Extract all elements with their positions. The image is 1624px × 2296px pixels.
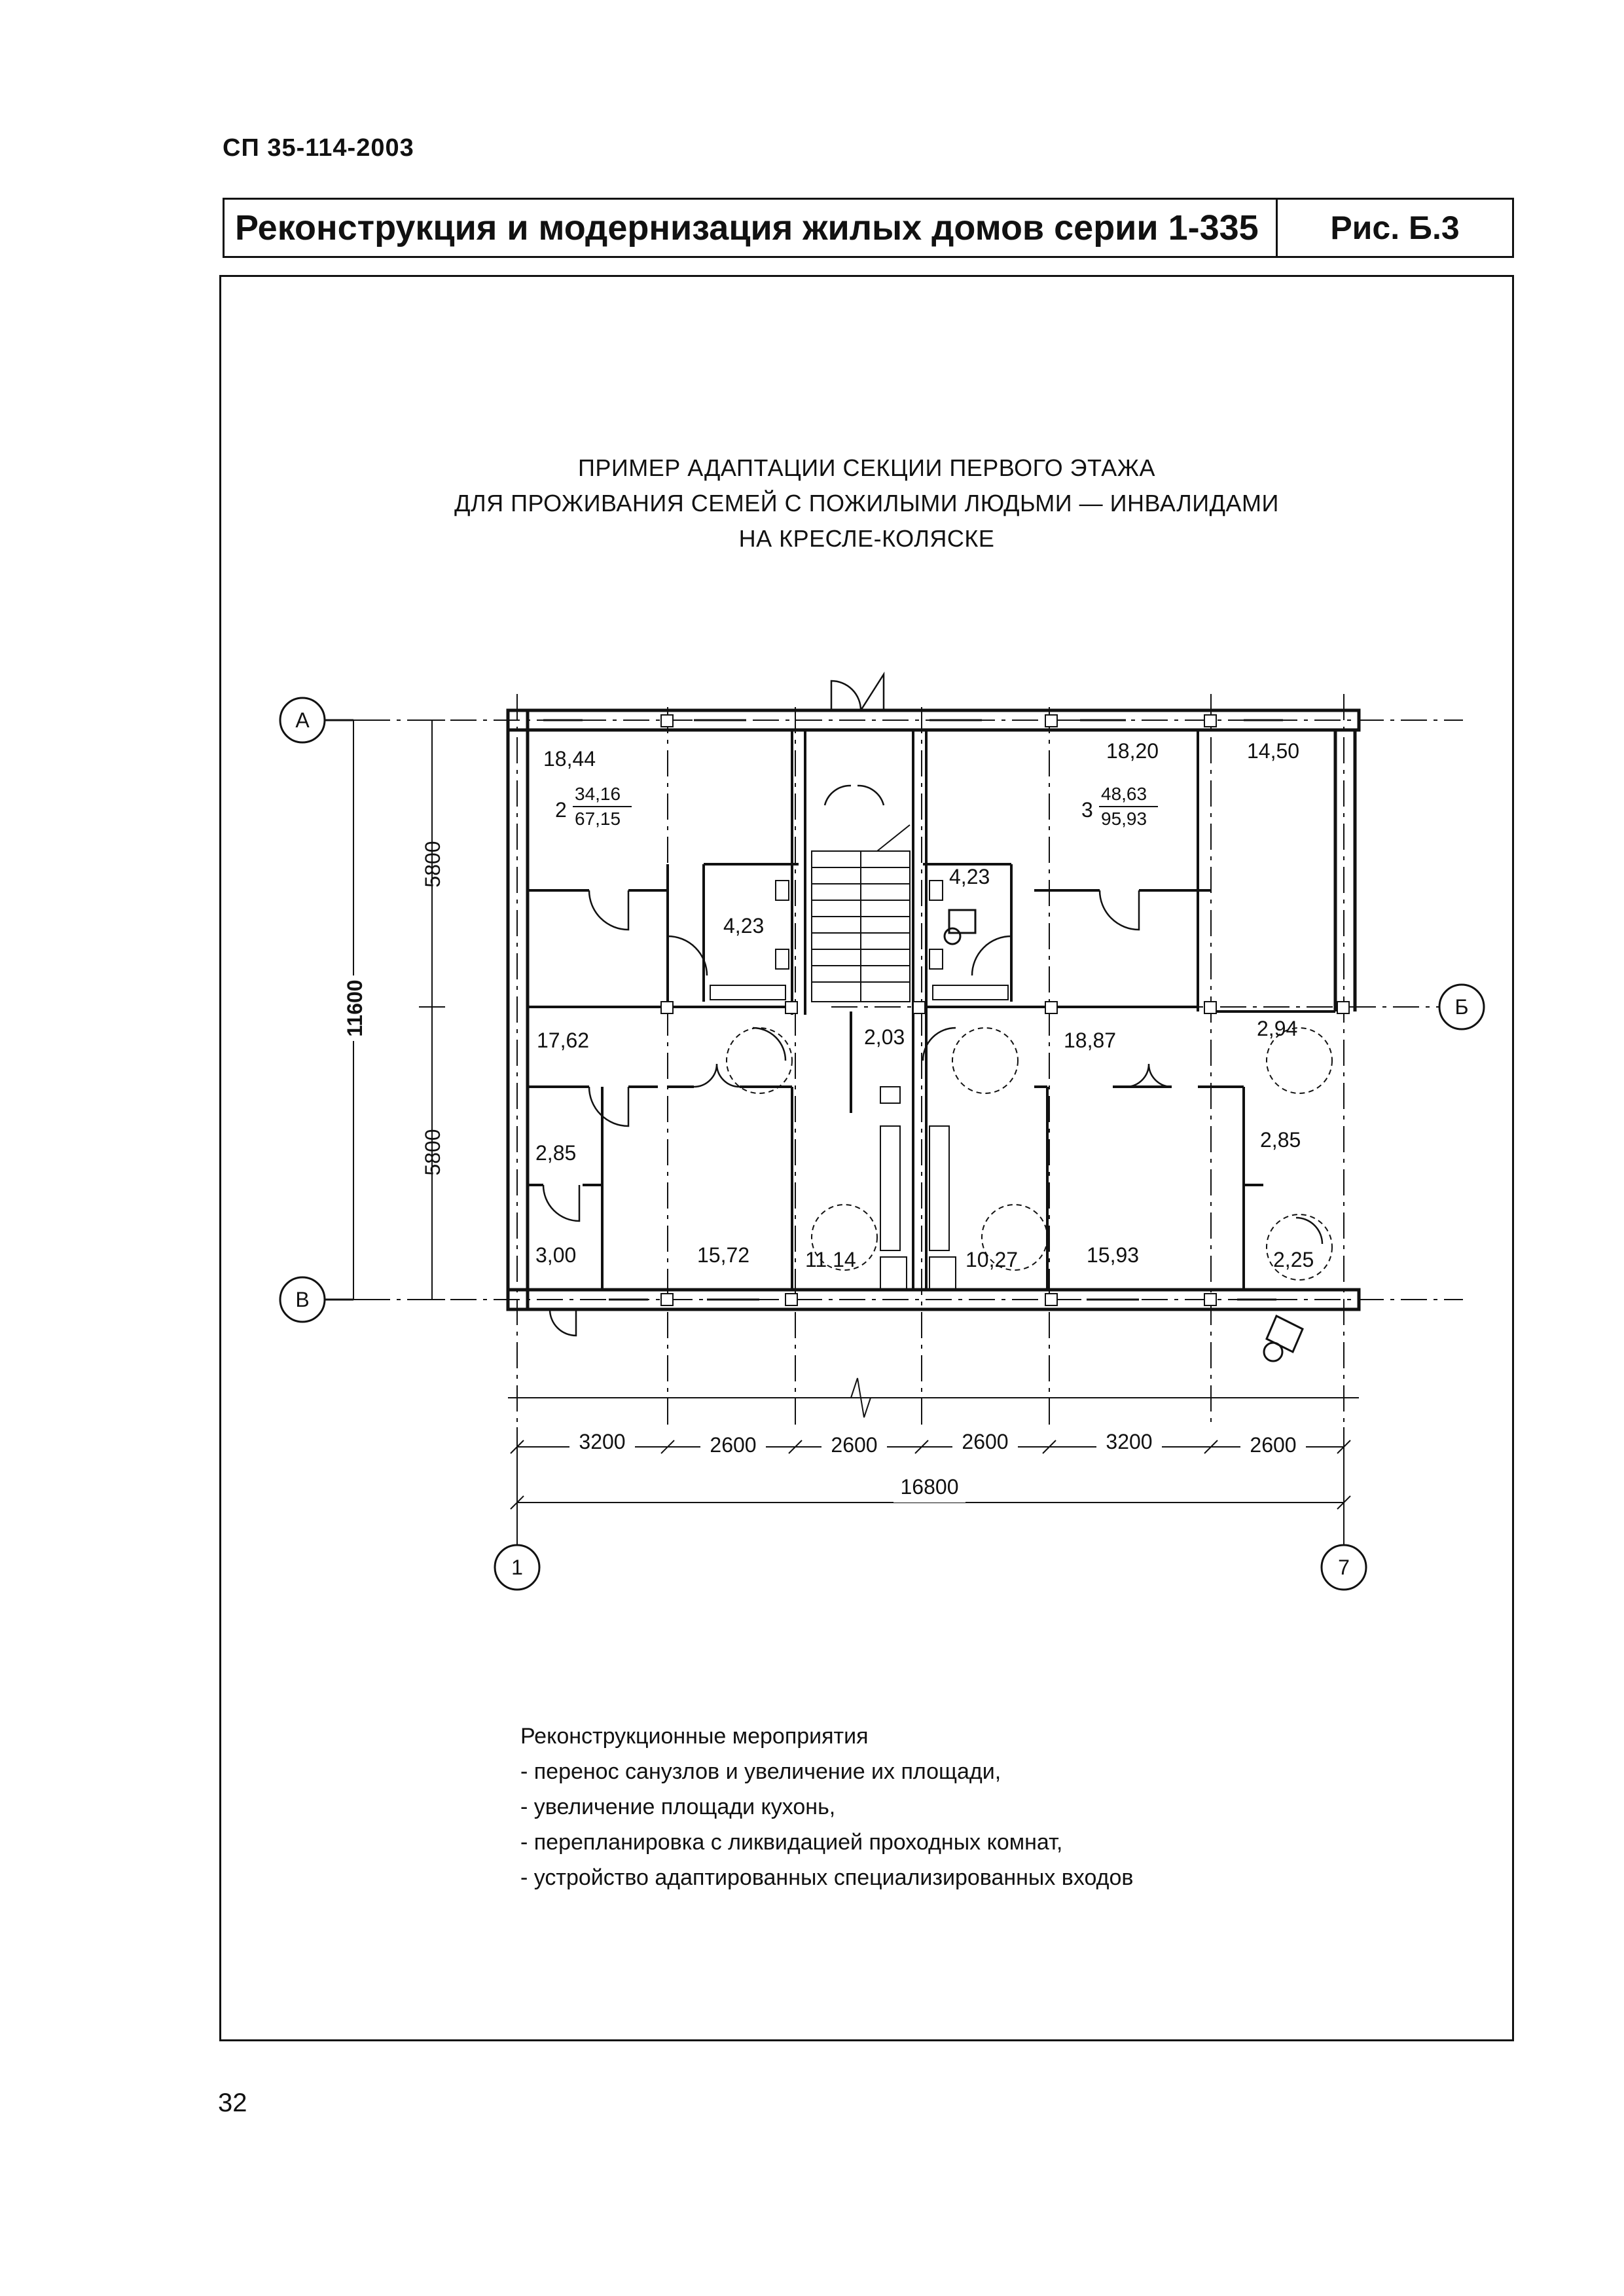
- figure-frame: [219, 275, 1514, 2041]
- axis-bubble-1: [494, 1544, 541, 1591]
- dim-upper: 5800: [421, 841, 444, 887]
- reconstruction-notes: Реконструкционные мероприятия - перенос …: [520, 1719, 1133, 1895]
- plan-title: ПРИМЕР АДАПТАЦИИ СЕКЦИИ ПЕРВОГО ЭТАЖА ДЛ…: [219, 450, 1514, 556]
- dim-lower: 5800: [421, 1129, 444, 1175]
- room-area: 11 14: [805, 1248, 856, 1271]
- room-area: 18,87: [1064, 1029, 1116, 1052]
- apartment-total-area: 67,15: [575, 809, 621, 829]
- notes-item: - устройство адаптированных специализиро…: [520, 1865, 1134, 1890]
- wheelchair-turning-circles: [726, 1027, 1333, 1281]
- room-area: 2,25: [1273, 1248, 1314, 1271]
- columns: [660, 714, 1350, 1306]
- axis-bubble-b: [1438, 983, 1485, 1030]
- apartment-living-area: 34,16: [575, 784, 621, 804]
- horizontal-dimensions: 3200 2600 2600 2600 3200 2600 16800: [569, 1430, 1306, 1503]
- apartment-total-area: 95,93: [1101, 809, 1147, 829]
- grid-axis-lines: [321, 694, 1463, 1427]
- axis-label-1: 1: [511, 1556, 523, 1579]
- dim-h-1: 3200: [579, 1430, 625, 1453]
- dim-h-3: 2600: [831, 1433, 877, 1457]
- axis-label-b: Б: [1455, 995, 1469, 1019]
- page-number: 32: [218, 2088, 247, 2117]
- room-area: 4,23: [949, 865, 990, 888]
- room-area: 2,85: [1260, 1128, 1301, 1152]
- document-code: СП 35-114-2003: [223, 134, 414, 162]
- room-area: 10,27: [965, 1248, 1018, 1271]
- apartment-label: 2 34,16 67,15: [555, 784, 632, 829]
- axis-label-7: 7: [1338, 1556, 1350, 1579]
- room-area: 2,94: [1257, 1017, 1297, 1040]
- apartment-room-count: 2: [555, 798, 567, 822]
- room-area: 2,85: [535, 1141, 576, 1165]
- dim-h-4: 2600: [962, 1430, 1008, 1453]
- notes-heading: Реконструкционные мероприятия: [520, 1724, 869, 1749]
- windows: [543, 719, 1283, 1301]
- dim-h-2: 2600: [710, 1433, 756, 1457]
- room-area: 4,23: [723, 914, 764, 938]
- plan-title-line: ПРИМЕР АДАПТАЦИИ СЕКЦИИ ПЕРВОГО ЭТАЖА: [577, 454, 1156, 481]
- room-area: 15,93: [1087, 1243, 1139, 1267]
- dim-h-5: 3200: [1106, 1430, 1152, 1453]
- room-area: 17,62: [537, 1029, 589, 1052]
- room-area: 15,72: [697, 1243, 749, 1267]
- room-areas: 18,44 18,20 14,50 4,23 4,23 17,62 2,03 1…: [535, 739, 1314, 1271]
- bathroom-fixtures: [710, 880, 1009, 1290]
- apartment-living-area: 48,63: [1101, 784, 1147, 804]
- wheelchair-icon: [943, 909, 1304, 1362]
- figure-number: Рис. Б.3: [1330, 210, 1460, 246]
- plan-title-line: ДЛЯ ПРОЖИВАНИЯ СЕМЕЙ С ПОЖИЛЫМИ ЛЮДЬМИ —…: [454, 490, 1279, 517]
- staircase: [811, 824, 911, 1002]
- room-area: 18,20: [1106, 739, 1159, 763]
- room-area: 3,00: [535, 1243, 576, 1267]
- plan-title-line: НА КРЕСЛЕ-КОЛЯСКЕ: [738, 525, 995, 552]
- axis-label-v: В: [295, 1288, 309, 1311]
- axis-bubble-7: [1320, 1544, 1367, 1591]
- door-swings: [542, 671, 1324, 1337]
- interior-walls: [528, 730, 1335, 1290]
- dim-h-6: 2600: [1250, 1433, 1296, 1457]
- break-line: [508, 1377, 1359, 1418]
- notes-item: - перенос санузлов и увеличение их площа…: [520, 1759, 1001, 1784]
- axis-bubbles: [279, 697, 1485, 1591]
- notes-item: - увеличение площади кухонь,: [520, 1795, 836, 1819]
- apartment-label: 3 48,63 95,93: [1081, 784, 1158, 829]
- dim-total-height: 11600: [343, 979, 367, 1036]
- dim-total-width: 16800: [901, 1475, 959, 1499]
- exterior-walls: [506, 708, 1361, 1311]
- room-area: 14,50: [1247, 739, 1299, 763]
- apartment-room-count: 3: [1081, 798, 1093, 822]
- room-area: 18,44: [543, 747, 596, 771]
- document-title: Реконструкция и модернизация жилых домов…: [225, 200, 1278, 256]
- notes-item: - перепланировка с ликвидацией проходных…: [520, 1830, 1063, 1855]
- axis-label-a: А: [295, 708, 310, 732]
- title-block: Реконструкция и модернизация жилых домов…: [223, 198, 1514, 258]
- room-area: 2,03: [864, 1025, 905, 1049]
